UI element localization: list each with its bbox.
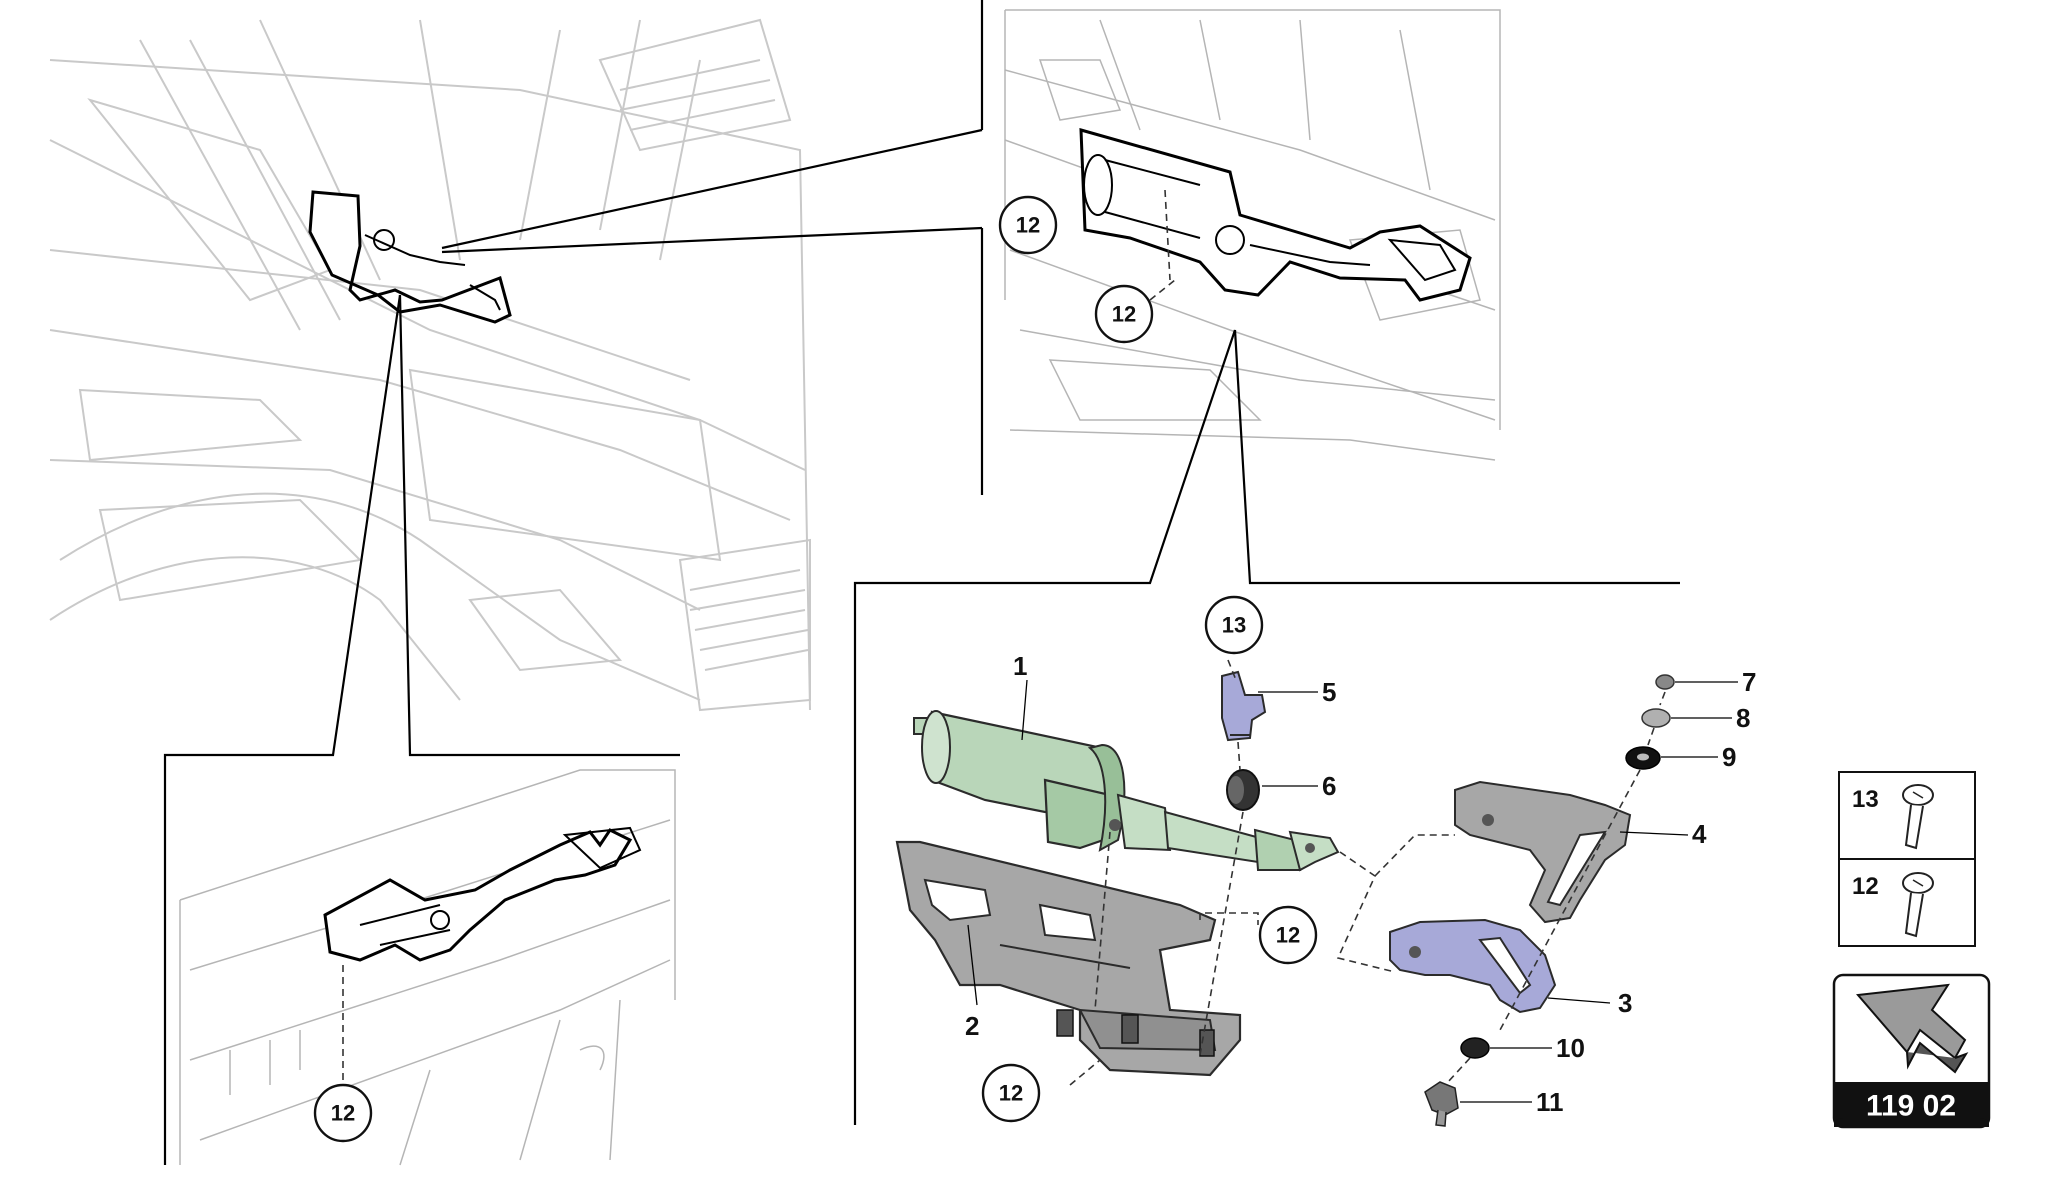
bottom-detail-actuator-highlight <box>323 826 642 962</box>
callout-circle-13 <box>1204 595 1264 655</box>
callout-12-e: 12 <box>999 1081 1023 1106</box>
top-right-detail-view: 12 12 <box>998 9 1501 461</box>
callout-3: 3 <box>1618 988 1632 1018</box>
overview-chassis-view <box>49 18 811 712</box>
callout-13: 13 <box>1222 613 1246 638</box>
callout-2: 2 <box>965 1011 979 1041</box>
screw-13-icon <box>1902 784 1934 850</box>
page-code: 119 02 <box>1866 1090 1956 1123</box>
callout-10: 10 <box>1556 1033 1585 1063</box>
callout-12-d: 12 <box>1276 923 1300 948</box>
part-2-mounting-plate <box>895 840 1242 1077</box>
callout-circle-12-e <box>981 1063 1041 1123</box>
callout-8: 8 <box>1736 703 1750 733</box>
direction-arrow-icon <box>1856 983 1969 1074</box>
detail-actuator-highlight <box>1079 127 1472 302</box>
part-10-bushing <box>1460 1037 1490 1059</box>
legend-label-12: 12 <box>1852 873 1879 900</box>
callout-12-c: 12 <box>331 1101 355 1126</box>
page-code-badge: 119 02 <box>1832 973 1991 1129</box>
part-4-grey-bracket <box>1454 780 1632 924</box>
callout-circle-12-d <box>1258 905 1318 965</box>
callout-6: 6 <box>1322 771 1336 801</box>
zoom-leader-lines-bottom <box>163 294 680 1165</box>
callout-11: 11 <box>1536 1087 1564 1117</box>
assembly-dashed-lines <box>1069 659 1666 1086</box>
callout-4: 4 <box>1692 819 1707 849</box>
callout-circle-12-a <box>998 195 1058 255</box>
zoom-leader-lines-top <box>441 0 984 495</box>
zoom-leader-lines-middle <box>853 329 1680 1125</box>
part-11-screw <box>1424 1081 1459 1127</box>
callout-5: 5 <box>1322 677 1336 707</box>
callout-7: 7 <box>1742 667 1756 697</box>
callout-12-a: 12 <box>1016 213 1040 238</box>
part-9-washer <box>1625 746 1661 770</box>
part-3-blue-bracket <box>1389 918 1557 1014</box>
fastener-legend: 13 12 <box>1838 771 1976 947</box>
bottom-left-detail-view: 12 <box>179 769 676 1166</box>
part-1-actuator <box>913 710 1340 872</box>
part-8-washer <box>1641 708 1671 728</box>
callout-12-b: 12 <box>1112 302 1136 327</box>
callouts: 1 2 3 4 5 6 7 8 9 10 11 13 12 <box>965 595 1756 1123</box>
overview-actuator-highlight <box>308 190 512 324</box>
part-5-clevis <box>1221 670 1267 742</box>
screw-12-icon <box>1902 872 1934 938</box>
exploded-parts-view: 1 2 3 4 5 6 7 8 9 10 11 13 12 <box>895 595 1756 1127</box>
callout-1: 1 <box>1013 651 1027 681</box>
callout-circle-12-c <box>313 1083 373 1143</box>
legend-label-13: 13 <box>1852 786 1879 813</box>
callout-circle-12-b <box>1094 284 1154 344</box>
callout-9: 9 <box>1722 742 1736 772</box>
part-7-nut <box>1655 674 1675 690</box>
part-6-bushing <box>1226 769 1260 811</box>
